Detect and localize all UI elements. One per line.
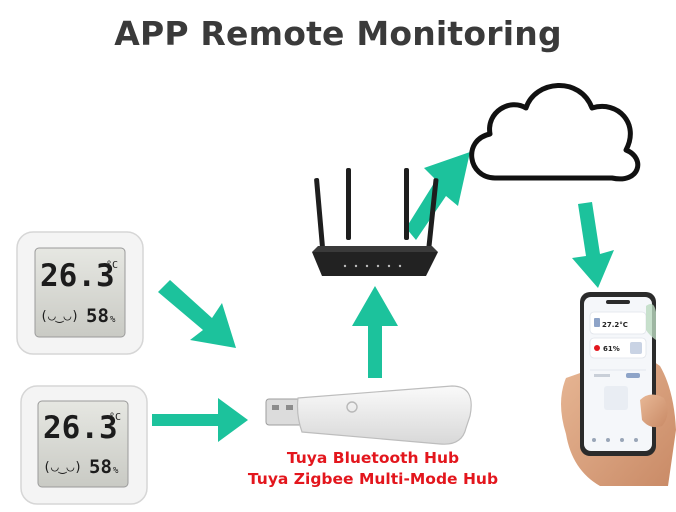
sensor-1-humidity: 58 (86, 305, 109, 327)
arrow-router-to-cloud (406, 152, 470, 240)
thermometer-sensor-1: 26.3 °C (◡‿◡) 58 % (16, 231, 144, 355)
sensor-1-temperature: 26.3 (40, 258, 115, 294)
arrow-sensor1-to-hub (158, 280, 236, 348)
arrow-hub-to-router (352, 286, 398, 378)
hub-label-zigbee: Tuya Zigbee Multi-Mode Hub (247, 470, 499, 488)
phone-humidity: 61% (603, 345, 620, 353)
sensor-1-humidity-unit: % (110, 315, 116, 325)
arrow-sensor2-to-hub (152, 398, 248, 442)
hub-labels: Tuya Bluetooth Hub Tuya Zigbee Multi-Mod… (238, 448, 508, 490)
phone-temperature: 27.2°C (602, 321, 628, 329)
diagram-title: APP Remote Monitoring (114, 14, 562, 53)
sensor-2-face: (◡‿◡) (43, 460, 82, 475)
wifi-router (312, 168, 439, 276)
sensor-2-unit: °C (109, 412, 121, 423)
sensor-2-temperature: 26.3 (43, 410, 118, 446)
smartphone-in-hand: 27.2°C 61% (561, 292, 676, 486)
sensor-2-humidity: 58 (89, 456, 112, 478)
sensor-1-unit: °C (106, 260, 118, 271)
cloud-icon (469, 83, 641, 182)
sensor-2-humidity-unit: % (113, 466, 119, 476)
tuya-hub-dongle (265, 385, 472, 445)
hub-label-bluetooth: Tuya Bluetooth Hub (286, 449, 460, 467)
sensor-1-face: (◡‿◡) (40, 309, 79, 324)
flow-arrows (152, 152, 614, 442)
arrow-cloud-to-phone (572, 202, 614, 288)
thermometer-sensor-2: 26.3 °C (◡‿◡) 58 % (20, 385, 148, 505)
